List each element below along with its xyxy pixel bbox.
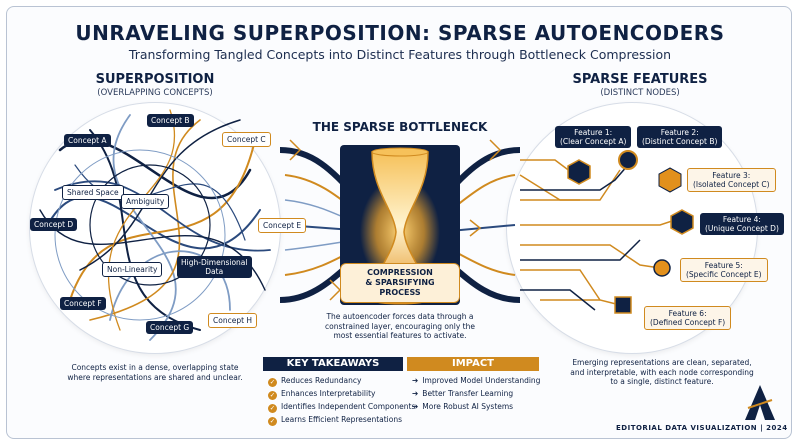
arrow-right-icon: ➔ bbox=[412, 376, 419, 385]
takeaway-item: ✓ Learns Efficient Representations bbox=[268, 415, 402, 426]
feature-6-node bbox=[614, 296, 632, 314]
takeaway-text: Reduces Redundancy bbox=[281, 376, 362, 385]
arrow-right-icon: ➔ bbox=[412, 402, 419, 411]
features-caption-line-2: and interpretable, with each node corres… bbox=[570, 367, 754, 377]
feature-1-node bbox=[567, 159, 591, 185]
page-title: UNRAVELING SUPERPOSITION: SPARSE AUTOENC… bbox=[75, 21, 725, 45]
non-linearity-chip: Non-Linearity bbox=[102, 262, 163, 277]
features-caption: Emerging representations are clean, sepa… bbox=[552, 358, 772, 387]
impact-item: ➔More Robust AI Systems bbox=[412, 402, 513, 412]
feature-3-title: Feature 3: bbox=[712, 171, 751, 180]
bottleneck-heading: THE SPARSE BOTTLENECK bbox=[312, 120, 488, 134]
footer-credit: EDITORIAL DATA VISUALIZATION | 2024 bbox=[616, 424, 788, 432]
takeaway-text: Learns Efficient Representations bbox=[281, 415, 403, 424]
feature-1-desc: (Clear Concept A) bbox=[560, 137, 627, 146]
bottleneck-desc-line-1: The autoencoder forces data through a bbox=[326, 312, 474, 321]
bottleneck-label-line-1: COMPRESSION bbox=[367, 268, 433, 277]
impact-item: ➔Improved Model Understanding bbox=[412, 376, 540, 386]
feature-1-label: Feature 1: (Clear Concept A) bbox=[555, 126, 632, 148]
feature-5-label: Feature 5: (Specific Concept E) bbox=[680, 258, 768, 282]
high-dimensional-data-chip: High-Dimensional Data bbox=[177, 256, 252, 278]
shared-space-chip: Shared Space bbox=[62, 185, 124, 200]
feature-6-title: Feature 6: bbox=[668, 309, 707, 318]
feature-2-desc: (Distinct Concept B) bbox=[642, 137, 718, 146]
superposition-caption-line-1: Concepts exist in a dense, overlapping s… bbox=[71, 363, 239, 372]
takeaway-text: Identifies Independent Components bbox=[281, 402, 416, 411]
impact-text: Improved Model Understanding bbox=[422, 376, 541, 385]
feature-4-label: Feature 4: (Unique Concept D) bbox=[700, 213, 784, 235]
bottleneck-desc-line-2: constrained layer, encouraging only the bbox=[325, 321, 475, 331]
superposition-subheading: (OVERLAPPING CONCEPTS) bbox=[97, 88, 213, 98]
concept-d-chip: Concept D bbox=[30, 218, 78, 231]
concept-b-chip: Concept B bbox=[147, 114, 194, 127]
concept-h-chip: Concept H bbox=[208, 313, 258, 328]
concept-c-chip: Concept C bbox=[222, 132, 271, 147]
bottleneck-label: COMPRESSION & SPARSIFYING PROCESS bbox=[340, 263, 460, 303]
takeaway-item: ✓ Enhances Interpretability bbox=[268, 389, 375, 400]
key-takeaways-heading: KEY TAKEAWAYS bbox=[263, 357, 403, 371]
bottleneck-description: The autoencoder forces data through a co… bbox=[318, 312, 482, 341]
feature-6-desc: (Defined Concept F) bbox=[650, 318, 726, 327]
takeaway-item: ✓ Reduces Redundancy bbox=[268, 376, 361, 387]
takeaway-text: Enhances Interpretability bbox=[281, 389, 376, 398]
features-subheading: (DISTINCT NODES) bbox=[600, 88, 680, 98]
concept-a-chip: Concept A bbox=[64, 134, 111, 147]
bottleneck-desc-line-3: most essential features to activate. bbox=[333, 331, 467, 340]
feature-6-label: Feature 6: (Defined Concept F) bbox=[644, 306, 732, 330]
high-dimensional-line-1: High-Dimensional bbox=[181, 258, 248, 267]
impact-text: Better Transfer Learning bbox=[422, 389, 514, 398]
concept-e-chip: Concept E bbox=[258, 218, 307, 233]
check-icon: ✓ bbox=[268, 417, 277, 426]
check-icon: ✓ bbox=[268, 378, 277, 387]
impact-text: More Robust AI Systems bbox=[422, 402, 514, 411]
impact-heading: IMPACT bbox=[407, 357, 539, 371]
features-heading: SPARSE FEATURES bbox=[572, 72, 708, 87]
feature-2-node bbox=[618, 150, 638, 170]
superposition-caption-line-2: where representations are shared and unc… bbox=[67, 372, 243, 382]
check-icon: ✓ bbox=[268, 404, 277, 413]
check-icon: ✓ bbox=[268, 391, 277, 400]
ambiguity-chip: Ambiguity bbox=[121, 194, 170, 209]
feature-4-node bbox=[670, 209, 694, 235]
features-caption-line-1: Emerging representations are clean, sepa… bbox=[572, 358, 752, 367]
feature-5-title: Feature 5: bbox=[704, 261, 743, 270]
bottleneck-label-line-3: PROCESS bbox=[379, 288, 421, 297]
feature-circuit bbox=[519, 159, 676, 306]
feature-3-label: Feature 3: (Isolated Concept C) bbox=[687, 168, 776, 192]
feature-circuit-blue bbox=[520, 164, 641, 311]
logo-mark bbox=[745, 385, 775, 420]
concept-g-chip: Concept G bbox=[146, 321, 194, 334]
feature-5-node bbox=[653, 259, 671, 277]
high-dimensional-line-2: Data bbox=[205, 267, 224, 276]
takeaway-item: ✓ Identifies Independent Components bbox=[268, 402, 415, 413]
superposition-caption: Concepts exist in a dense, overlapping s… bbox=[50, 363, 260, 382]
feature-5-desc: (Specific Concept E) bbox=[686, 270, 762, 279]
page-subtitle: Transforming Tangled Concepts into Disti… bbox=[128, 47, 672, 62]
feature-4-title: Feature 4: bbox=[722, 215, 761, 224]
arrow-right-icon: ➔ bbox=[412, 389, 419, 398]
feature-3-desc: (Isolated Concept C) bbox=[693, 180, 770, 189]
features-caption-line-3: to a single, distinct feature. bbox=[610, 377, 714, 386]
impact-item: ➔Better Transfer Learning bbox=[412, 389, 513, 399]
feature-2-label: Feature 2: (Distinct Concept B) bbox=[637, 126, 723, 148]
concept-f-chip: Concept F bbox=[60, 297, 106, 310]
bottleneck-label-line-2: & SPARSIFYING bbox=[365, 278, 435, 287]
feature-1-title: Feature 1: bbox=[574, 128, 613, 137]
feature-2-title: Feature 2: bbox=[660, 128, 699, 137]
feature-3-node bbox=[658, 167, 682, 193]
superposition-heading: SUPERPOSITION bbox=[95, 72, 215, 87]
feature-4-desc: (Unique Concept D) bbox=[705, 224, 779, 233]
